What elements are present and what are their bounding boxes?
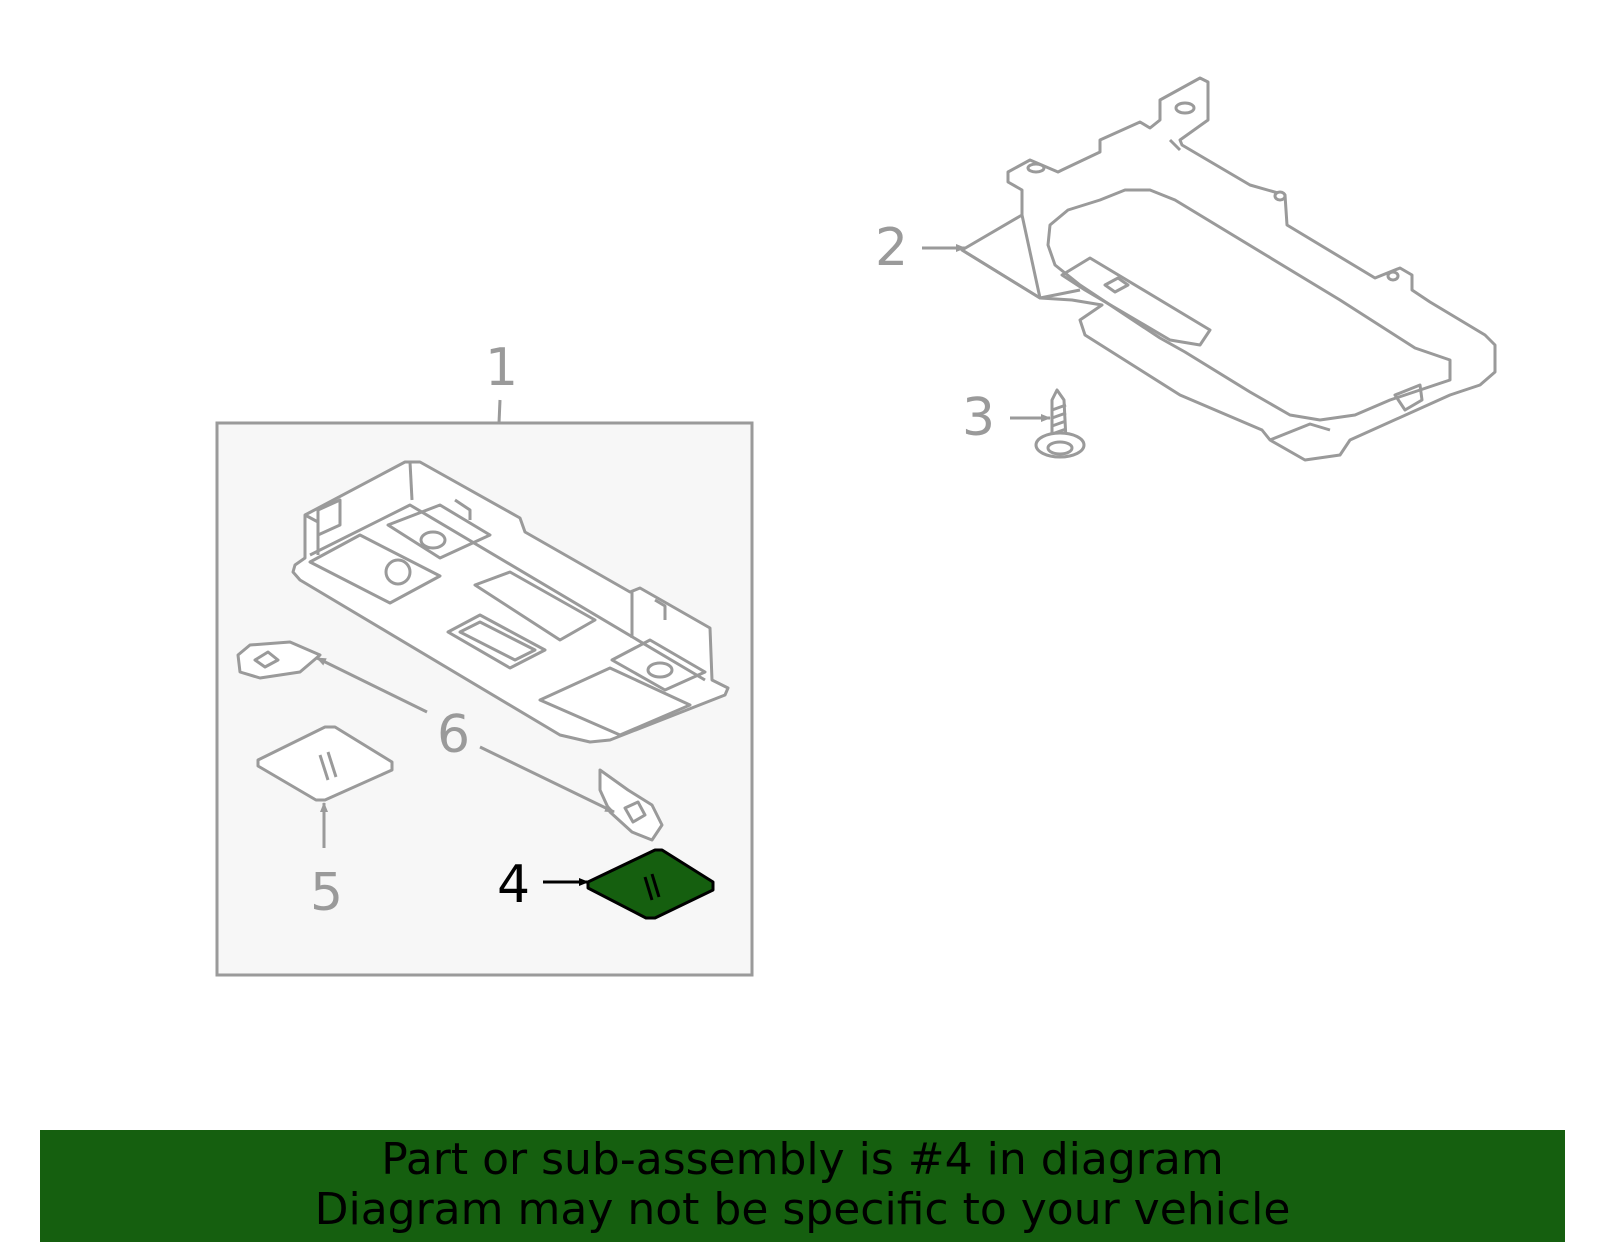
info-banner: Part or sub-assembly is #4 in diagram Di… bbox=[40, 1130, 1565, 1242]
banner-line-2: Diagram may not be specific to your vehi… bbox=[314, 1184, 1291, 1235]
callout-4: 4 bbox=[497, 855, 530, 915]
leader-lines bbox=[316, 244, 1051, 886]
callout-3: 3 bbox=[962, 388, 995, 448]
banner-line-1: Part or sub-assembly is #4 in diagram bbox=[381, 1134, 1224, 1185]
lens-part-5-drawing bbox=[256, 725, 394, 802]
overhead-console-drawing bbox=[291, 460, 730, 744]
leader-6a bbox=[316, 656, 428, 714]
callout-1: 1 bbox=[485, 338, 518, 398]
clip-left-drawing bbox=[236, 640, 322, 680]
callout-6: 6 bbox=[437, 705, 470, 765]
leader-6b bbox=[479, 745, 615, 814]
callout-2: 2 bbox=[875, 218, 908, 278]
clip-right-drawing bbox=[598, 768, 664, 842]
bracket-part-2-drawing bbox=[960, 76, 1497, 462]
lens-part-4-highlighted bbox=[586, 848, 715, 920]
callout-5: 5 bbox=[310, 863, 343, 923]
screw-part-3-drawing bbox=[1034, 388, 1086, 459]
